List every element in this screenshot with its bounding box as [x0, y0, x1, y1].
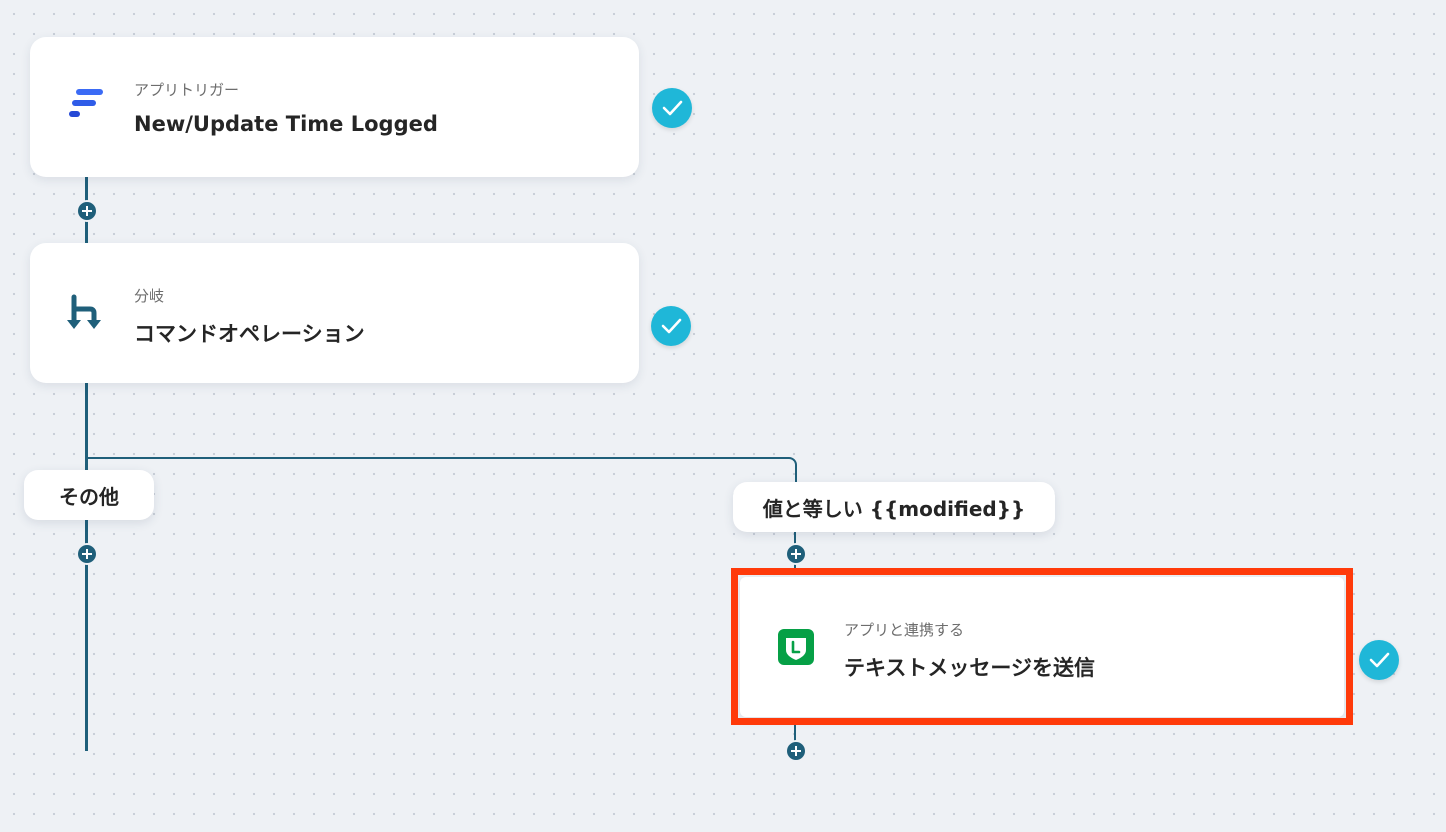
- trigger-title: New/Update Time Logged: [134, 112, 438, 136]
- add-step-button-equals[interactable]: [785, 543, 807, 565]
- connector-branch-vertical-lower: [794, 720, 796, 752]
- action-card[interactable]: アプリと連携する テキストメッセージを送信: [740, 577, 1344, 717]
- trigger-kind-label: アプリトリガー: [134, 81, 240, 99]
- add-step-button-1[interactable]: [76, 200, 98, 222]
- connector-branch-corner: [784, 457, 797, 483]
- line-app-icon: [774, 625, 818, 669]
- action-kind-label: アプリと連携する: [844, 621, 965, 639]
- trigger-complete-check-icon: [652, 88, 692, 128]
- trigger-card[interactable]: アプリトリガー New/Update Time Logged: [30, 37, 639, 177]
- branch-icon: [64, 291, 108, 335]
- else-branch-label[interactable]: その他: [24, 470, 154, 520]
- add-step-button-else[interactable]: [76, 543, 98, 565]
- branch-complete-check-icon: [651, 306, 691, 346]
- branch-title: コマンドオペレーション: [134, 322, 365, 346]
- time-tracker-logo-icon: [64, 85, 108, 129]
- action-complete-check-icon: [1359, 640, 1399, 680]
- equals-branch-label[interactable]: 値と等しい {{modified}}: [733, 482, 1055, 532]
- connector-main: [85, 176, 88, 751]
- connector-branch-horizontal: [86, 457, 788, 459]
- branch-kind-label: 分岐: [134, 287, 165, 305]
- action-title: テキストメッセージを送信: [844, 656, 1095, 680]
- branch-card[interactable]: 分岐 コマンドオペレーション: [30, 243, 639, 383]
- add-step-button-after-action[interactable]: [785, 740, 807, 762]
